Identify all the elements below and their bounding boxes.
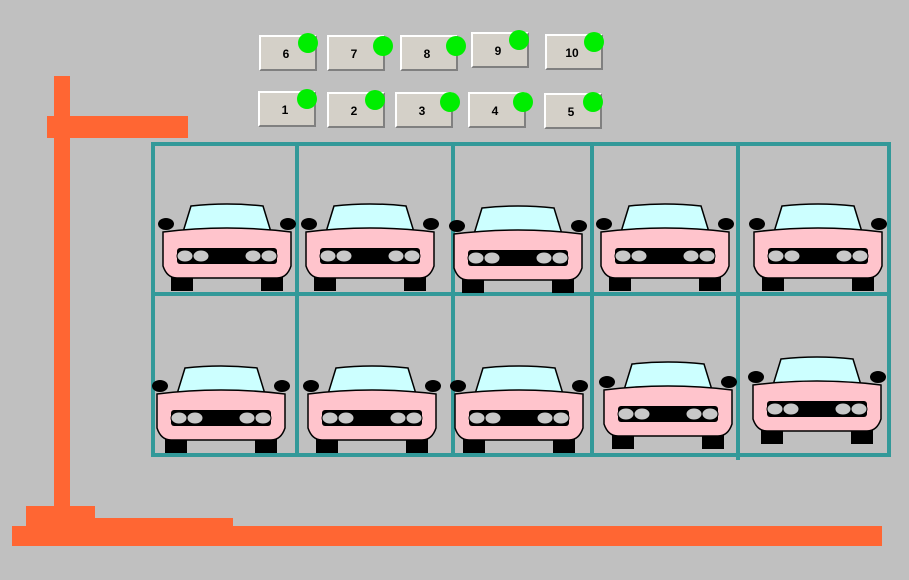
slot-button-2[interactable]: 2 [327,92,385,128]
slot-button-label: 8 [423,47,431,61]
car-slot-9 [595,203,735,292]
slot-button-label: 9 [494,44,502,58]
car-slot-8 [448,205,588,294]
status-indicator-4 [513,92,533,112]
status-indicator-3 [440,92,460,112]
slot-button-label: 3 [418,104,426,118]
car-slot-10 [748,203,888,292]
slot-button-label: 7 [350,47,358,61]
slot-button-label: 4 [491,104,499,118]
car-slot-6 [157,203,297,292]
status-indicator-2 [365,90,385,110]
slot-button-label: 6 [282,47,290,61]
crane-arm [47,116,188,138]
slot-button-label: 10 [565,46,579,60]
status-indicator-10 [584,32,604,52]
rack-frame [151,142,891,460]
car-slot-4 [598,361,738,450]
slot-button-10[interactable]: 10 [545,34,603,70]
car-slot-5 [747,356,887,445]
car-slot-7 [300,203,440,292]
car-slot-2 [302,365,442,454]
status-indicator-6 [298,33,318,53]
slot-button-label: 5 [567,105,575,119]
status-indicator-5 [583,92,603,112]
crane-mast [54,76,70,516]
car-slot-3 [449,365,589,454]
status-indicator-9 [509,30,529,50]
car-slot-1 [151,365,291,454]
slot-button-label: 2 [350,104,358,118]
crane-foot [26,506,95,520]
crane-base-rail [12,526,882,546]
crane-rail-step [26,518,233,528]
status-indicator-7 [373,36,393,56]
status-indicator-8 [446,36,466,56]
slot-button-label: 1 [281,103,289,117]
status-indicator-1 [297,89,317,109]
